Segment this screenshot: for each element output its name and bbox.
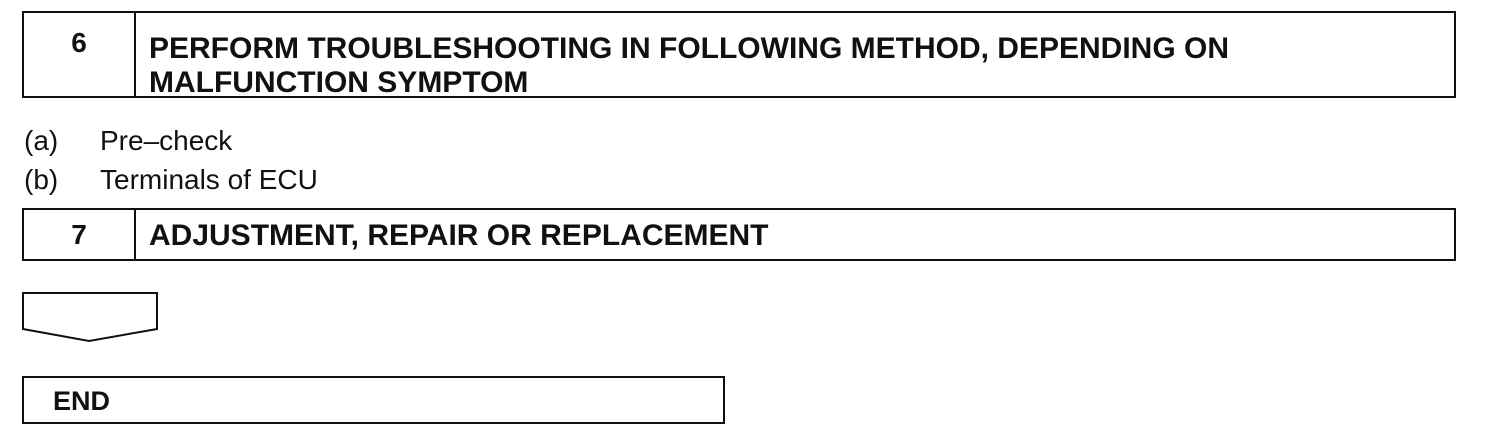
step-number: 6 — [24, 13, 136, 96]
step-title: ADJUSTMENT, REPAIR OR REPLACEMENT — [149, 219, 769, 252]
step-number: 7 — [24, 210, 136, 259]
step-7-box: 7 ADJUSTMENT, REPAIR OR REPLACEMENT — [22, 208, 1456, 261]
end-label: END — [53, 386, 111, 416]
list-item: (a) Pre–check — [24, 125, 232, 157]
down-arrow-icon — [22, 292, 158, 343]
step-6-box: 6 PERFORM TROUBLESHOOTING IN FOLLOWING M… — [22, 11, 1456, 99]
step-title: PERFORM TROUBLESHOOTING IN FOLLOWING MET… — [149, 32, 1229, 99]
list-item-text: Pre–check — [100, 125, 233, 156]
list-item: (b) Terminals of ECU — [24, 164, 318, 196]
list-item-letter: (b) — [24, 164, 59, 195]
list-item-letter: (a) — [24, 125, 59, 156]
end-box: END — [22, 376, 725, 424]
list-item-text: Terminals of ECU — [100, 164, 318, 195]
